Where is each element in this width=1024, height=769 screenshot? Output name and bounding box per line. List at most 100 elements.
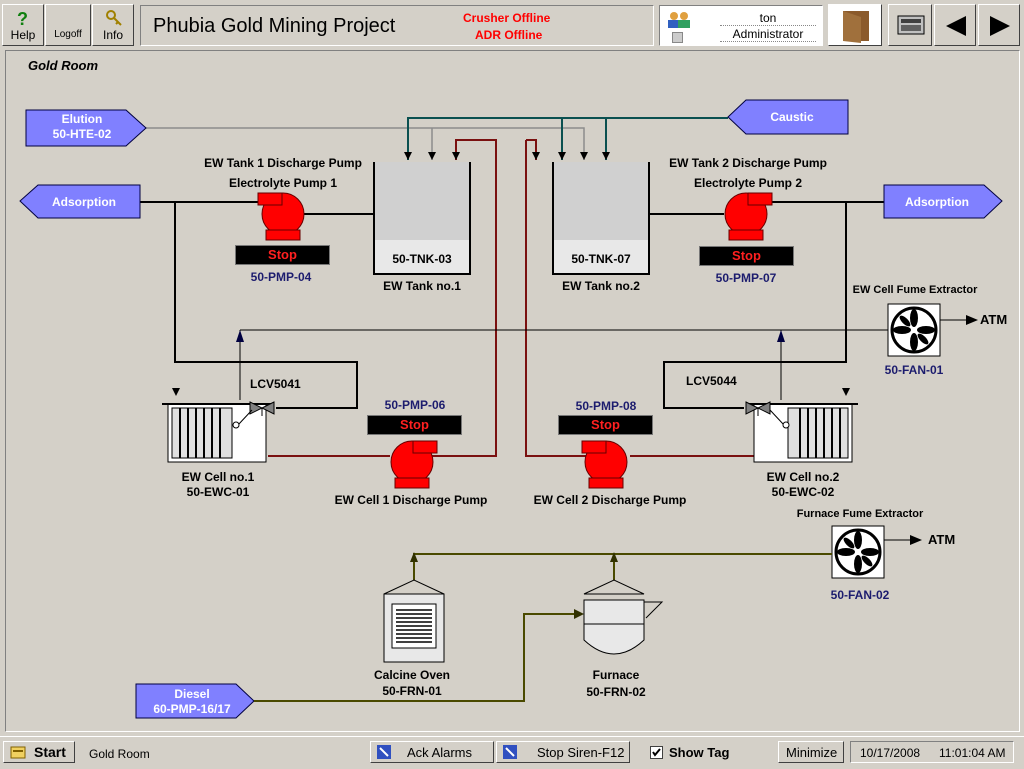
key-icon [106,10,122,26]
stop-siren-button[interactable]: Stop Siren-F12 [496,741,630,763]
pump-04 [257,192,305,241]
discharge-pipes [268,139,754,457]
cell2-name: EW Cell no.2 [766,470,840,484]
start-label: Start [34,744,66,760]
help-label: Help [10,28,36,42]
pump6-name: EW Cell 1 Discharge Pump [334,493,488,507]
minimize-button[interactable]: Minimize [778,741,844,763]
alarm-adr: ADR Offline [475,28,543,42]
start-icon [10,746,26,759]
fume-duct [239,319,968,400]
diesel-arrow [135,683,255,719]
lcv5041-label: LCV5041 [250,377,301,391]
furnace-name: Furnace [592,668,640,682]
user-role: Administrator [720,27,816,42]
user-name: ton [720,11,816,26]
logoff-button[interactable]: Logoff [45,4,91,46]
tank1-tag: 50-TNK-03 [392,252,452,266]
show-tag-checkbox[interactable] [650,746,663,759]
elution-tag: 50-HTE-02 [52,127,112,141]
start-button[interactable]: Start [3,741,75,763]
ew-cell-2 [745,388,858,463]
tank2-name: EW Tank no.2 [562,279,640,293]
pump6-tag: 50-PMP-06 [384,398,446,412]
diesel-tag: 60-PMP-16/17 [153,702,231,716]
fan-02 [831,525,885,579]
minimize-label: Minimize [786,745,838,760]
pump2-tag: 50-PMP-07 [715,271,777,285]
adsorption-left-label: Adsorption [52,195,116,209]
title-bar: Phubia Gold Mining Project Crusher Offli… [140,5,654,46]
keyboard-button[interactable] [888,4,932,46]
fan-01 [887,303,941,357]
oven-name: Calcine Oven [373,668,451,682]
adsorption-right-arrow [883,184,1003,219]
lcv5044-label: LCV5044 [686,374,737,388]
fan2-title: Furnace Fume Extractor [796,508,924,520]
atm-arrow-1 [966,315,978,325]
fan1-tag: 50-FAN-01 [884,363,944,377]
show-tag-label: Show Tag [669,745,730,760]
pump-07 [724,192,773,241]
tank-2 [552,162,650,275]
atm-arrow-2 [910,535,922,545]
pump1-tag: 50-PMP-04 [250,270,312,284]
diesel-label: Diesel [174,687,210,701]
date-display: 10/17/2008 [860,746,921,760]
info-label: Info [102,28,123,42]
clock-panel: 10/17/2008 11:01:04 AM [850,741,1014,763]
diesel-inlet-arrow [574,609,584,619]
checkmark-icon [652,748,661,757]
forward-button[interactable] [978,4,1020,46]
adsorption-right-label: Adsorption [905,195,969,209]
pump6-stop-button[interactable]: Stop [367,415,462,435]
furnace-tag: 50-FRN-02 [586,685,646,699]
pump1-subtitle: Electrolyte Pump 1 [228,176,338,190]
tank-1 [373,162,471,275]
fume-arrow-2 [777,330,785,342]
caustic-arrow [727,99,849,135]
help-button[interactable]: ? Help [2,4,44,46]
pump8-stop-button[interactable]: Stop [558,415,653,435]
login-icon [672,32,683,43]
furnace-fume-arrow [610,552,618,562]
info-button[interactable]: Info [92,4,134,46]
door-exit-button[interactable] [828,4,882,46]
ack-label: Ack Alarms [407,745,473,760]
adsorption-left-arrow [19,184,141,219]
siren-icon [503,745,517,759]
time-display: 11:01:04 AM [939,746,1006,760]
help-icon: ? [17,9,28,29]
oven-fume-arrow [410,552,418,562]
fan1-atm-label: ATM [980,312,1008,327]
cell1-name: EW Cell no.1 [181,470,255,484]
electrolyte-pipes [140,201,884,409]
fan2-tag: 50-FAN-02 [830,588,890,602]
cell1-tag: 50-EWC-01 [186,485,250,499]
tank2-tag: 50-TNK-07 [571,252,631,266]
elution-arrow [25,109,147,147]
ack-alarms-button[interactable]: Ack Alarms [370,741,494,763]
pump1-stop-button[interactable]: Stop [235,245,330,265]
pump2-title: EW Tank 2 Discharge Pump [669,156,827,170]
oven-tag: 50-FRN-01 [382,684,442,698]
pump1-title: EW Tank 1 Discharge Pump [204,156,362,170]
back-button[interactable] [934,4,976,46]
keyboard-icon [897,15,925,35]
user-panel[interactable]: ton Administrator [659,5,823,46]
page-title: Phubia Gold Mining Project [153,15,396,37]
calcine-oven [383,579,445,663]
screen-name: Gold Room [89,747,150,761]
panel-title: Gold Room [28,58,99,73]
arrow-right-icon [990,16,1010,36]
furnace-fume-duct [254,553,832,702]
fan1-title: EW Cell Fume Extractor [852,284,978,296]
users-icon [668,12,690,28]
siren-label: Stop Siren-F12 [537,745,625,760]
ack-icon [377,745,391,759]
fume-arrow-1 [236,330,244,342]
alarm-crusher: Crusher Offline [463,11,551,25]
ew-cell-1 [162,388,275,463]
pump2-stop-button[interactable]: Stop [699,246,794,266]
